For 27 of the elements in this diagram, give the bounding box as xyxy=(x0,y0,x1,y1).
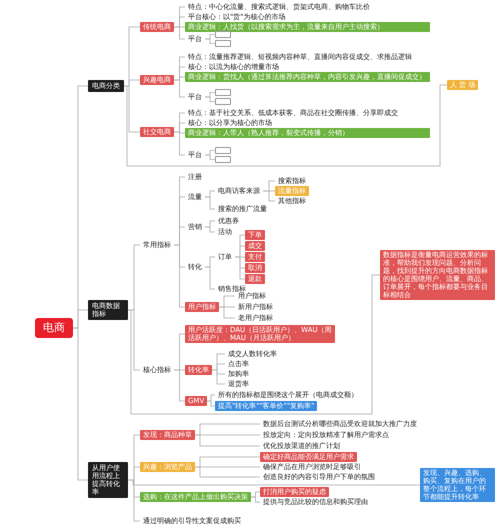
connector-line xyxy=(218,306,236,318)
connector-line xyxy=(128,274,380,414)
connector-line xyxy=(128,480,420,486)
connector-line xyxy=(234,256,246,280)
connector-line xyxy=(72,328,88,480)
connector-line xyxy=(204,38,216,44)
connector-line xyxy=(262,190,276,202)
connector-line xyxy=(174,26,186,40)
connector-line xyxy=(204,266,216,290)
platform-box xyxy=(215,40,231,47)
connector-line xyxy=(250,496,260,502)
connector-line xyxy=(204,96,216,102)
root-topic-box: 电商 xyxy=(35,318,73,338)
platform-box xyxy=(215,31,231,38)
platform-box xyxy=(215,98,231,105)
connector-line xyxy=(194,466,260,478)
platform-box xyxy=(215,147,231,154)
connector-line xyxy=(204,196,216,210)
connector-line xyxy=(194,434,260,446)
connector-line xyxy=(204,226,216,232)
platform-box xyxy=(215,89,231,96)
platform-box xyxy=(215,156,231,163)
connector-line xyxy=(174,370,186,402)
connector-line xyxy=(124,84,448,166)
connector-line xyxy=(212,370,226,384)
connector-line xyxy=(206,400,216,406)
connector-line xyxy=(204,154,216,160)
